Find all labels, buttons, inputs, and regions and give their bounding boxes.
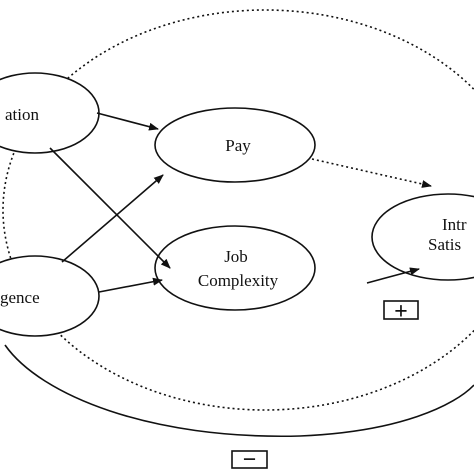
education-to-pay-arrow bbox=[96, 112, 159, 131]
negative-sign: − bbox=[243, 447, 257, 473]
intrinsic-label: Intr bbox=[442, 215, 467, 234]
intelligence-to-job-complexity-arrow bbox=[98, 277, 163, 293]
satisfaction-label: Satis bbox=[428, 235, 461, 254]
pay-label: Pay bbox=[225, 136, 251, 155]
pay-to-satisfaction-dotted-arrow bbox=[311, 158, 432, 188]
education-label: ation bbox=[5, 105, 39, 124]
job-label: Job bbox=[224, 247, 248, 266]
intrinsic-satisfaction-node bbox=[371, 193, 474, 281]
positive-sign-box bbox=[383, 300, 419, 320]
job-complexity-node bbox=[154, 225, 316, 311]
intelligence-label: gence bbox=[0, 288, 40, 307]
intelligence-node bbox=[0, 255, 100, 337]
negative-moderation-arc bbox=[4, 344, 474, 438]
negative-sign-box bbox=[231, 450, 268, 469]
complexity-label: Complexity bbox=[198, 271, 279, 290]
intelligence-to-pay-arrow bbox=[61, 174, 164, 263]
job-complexity-to-satisfaction-arrow bbox=[366, 267, 420, 284]
pay-node bbox=[154, 107, 316, 183]
positive-sign: + bbox=[394, 299, 408, 325]
education-to-job-complexity-arrow bbox=[49, 147, 171, 269]
